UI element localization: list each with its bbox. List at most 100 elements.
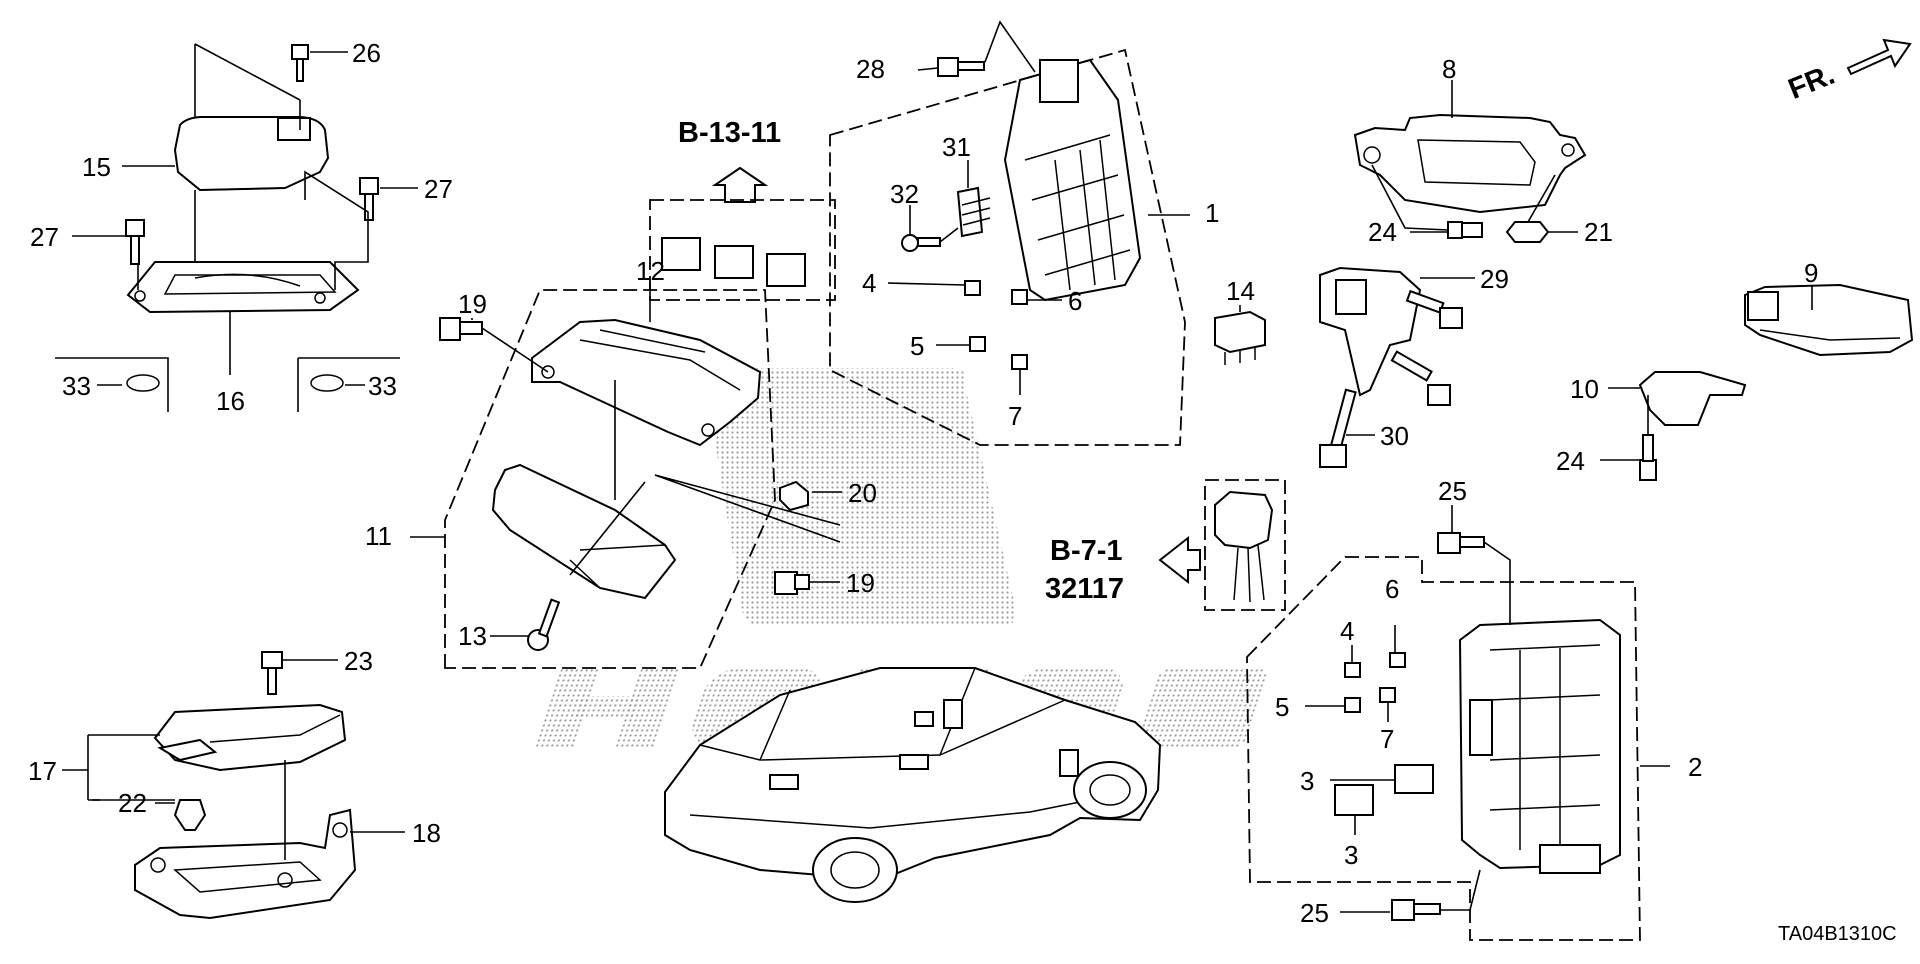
- group-2-dashed-outline: [1246, 556, 1641, 941]
- part-4-fuse-icon: [1344, 662, 1361, 678]
- diagram-code: TA04B1310C: [1778, 923, 1897, 945]
- relay-box-dashed: [649, 199, 836, 301]
- callout-8: 8: [1442, 54, 1456, 84]
- callout-3-top: 3: [1300, 766, 1314, 796]
- control-unit-group-15-16: [55, 43, 400, 412]
- callout-6-top: 6: [1068, 286, 1082, 316]
- fuse-box-group-2: [1246, 532, 1641, 941]
- callout-21: 21: [1584, 217, 1613, 247]
- location-marker: [943, 699, 963, 729]
- callouts: 26 15 27 27 16 33 33 28 31 32 1 4 6 5 7 …: [28, 38, 1818, 928]
- location-marker: [914, 711, 934, 727]
- part-27-bolt-icon: [359, 177, 379, 221]
- callout-24-top: 24: [1368, 217, 1397, 247]
- control-module-group-11: [439, 289, 841, 669]
- part-32-screw-icon: [901, 234, 941, 252]
- relay-bracket-group-29: [1319, 266, 1463, 468]
- relay-icon: [714, 245, 754, 279]
- part-33-o-ring-icon: [126, 374, 160, 392]
- part-3-fuse-icon: [1334, 784, 1374, 816]
- callout-5-bottom: 5: [1275, 692, 1289, 722]
- part-23-bolt-icon: [261, 651, 283, 695]
- callout-4-top: 4: [862, 268, 876, 298]
- callout-30: 30: [1380, 421, 1409, 451]
- callout-17: 17: [28, 756, 57, 786]
- part-14-relay: [1214, 310, 1266, 354]
- part-16-bracket: [126, 261, 360, 314]
- part-25-bolt-icon: [1391, 899, 1441, 921]
- car-body: [664, 667, 1162, 882]
- module-group-17-18: [87, 651, 357, 920]
- b-7-1-connector: [1214, 490, 1274, 550]
- relay-icon: [766, 253, 806, 287]
- callout-27-right: 27: [424, 174, 453, 204]
- connector-box-dashed: [1204, 479, 1286, 611]
- car-wheel-icon: [1073, 761, 1147, 819]
- vehicle-location-view: [664, 667, 1162, 903]
- ref-b-7-1-label: B-7-1: [1050, 535, 1123, 567]
- part-2-connector: [1469, 699, 1493, 756]
- callout-6-bottom: 6: [1385, 574, 1399, 604]
- part-22-clip-icon: [173, 799, 207, 831]
- part-4-fuse-icon: [964, 280, 981, 296]
- car-wheel-icon: [812, 837, 898, 903]
- callout-16: 16: [216, 386, 245, 416]
- part-9-unit: [1744, 283, 1914, 357]
- relay-group-14: B-7-1 32117: [1045, 310, 1286, 611]
- part-25-bolt-icon: [1437, 532, 1485, 554]
- part-3-fuse-icon: [1394, 764, 1434, 794]
- callout-29: 29: [1480, 264, 1509, 294]
- callout-12: 12: [636, 256, 665, 286]
- callout-15: 15: [82, 152, 111, 182]
- part-29-bolt-icon: [1390, 350, 1451, 406]
- part-10-bracket: [1638, 371, 1747, 426]
- part-29-connector: [1335, 279, 1367, 315]
- callout-25-bottom: 25: [1300, 898, 1329, 928]
- part-24-bolt-icon: [1639, 434, 1657, 481]
- front-label: FR.: [1784, 59, 1839, 106]
- part-29-bolt-icon: [1405, 289, 1463, 329]
- part-19-bolt-icon: [774, 571, 810, 595]
- callout-19-bottom: 19: [846, 568, 875, 598]
- group-1-dashed-outline: [829, 48, 1186, 446]
- bracket-group-8: [1353, 113, 1587, 243]
- part-5-fuse-icon: [969, 336, 986, 352]
- callout-31: 31: [942, 132, 971, 162]
- part-20-clip: [779, 480, 809, 512]
- callout-4-bottom: 4: [1340, 616, 1354, 646]
- left-arrow-icon: [1158, 535, 1201, 585]
- part-13-screw-icon: [527, 598, 561, 651]
- part-5-fuse-icon: [1344, 697, 1361, 713]
- group-11-dashed-outline: [444, 289, 776, 669]
- callout-9: 9: [1804, 258, 1818, 288]
- callout-7-top: 7: [1008, 401, 1022, 431]
- front-direction-indicator: FR.: [1784, 38, 1912, 106]
- callout-2: 2: [1688, 752, 1702, 782]
- part-7-fuse-icon: [1011, 354, 1028, 370]
- part-17-module: [153, 703, 347, 772]
- callout-11: 11: [365, 521, 392, 551]
- part-27-bolt-icon: [125, 219, 145, 265]
- part-18-bracket: [134, 808, 357, 920]
- callout-25-top: 25: [1438, 476, 1467, 506]
- part-31-clip: [956, 186, 984, 238]
- part-9-connector: [1747, 291, 1779, 321]
- part-30-bolt-icon: [1319, 388, 1357, 468]
- part-24-bolt-icon: [1447, 221, 1483, 239]
- location-marker: [1059, 749, 1079, 777]
- callout-5-top: 5: [910, 331, 924, 361]
- up-arrow-icon: [711, 166, 769, 203]
- part-6-fuse-icon: [1011, 289, 1028, 305]
- callout-33-left: 33: [62, 371, 91, 401]
- callout-7-bottom: 7: [1380, 724, 1394, 754]
- callout-27-left: 27: [30, 222, 59, 252]
- location-marker: [899, 754, 929, 770]
- callout-28: 28: [856, 54, 885, 84]
- part-6-fuse-icon: [1389, 652, 1406, 668]
- callout-22: 22: [118, 788, 147, 818]
- callout-10: 10: [1570, 374, 1599, 404]
- part-19-bolt-icon: [439, 317, 483, 341]
- fuse-box-group-1: [829, 20, 1186, 446]
